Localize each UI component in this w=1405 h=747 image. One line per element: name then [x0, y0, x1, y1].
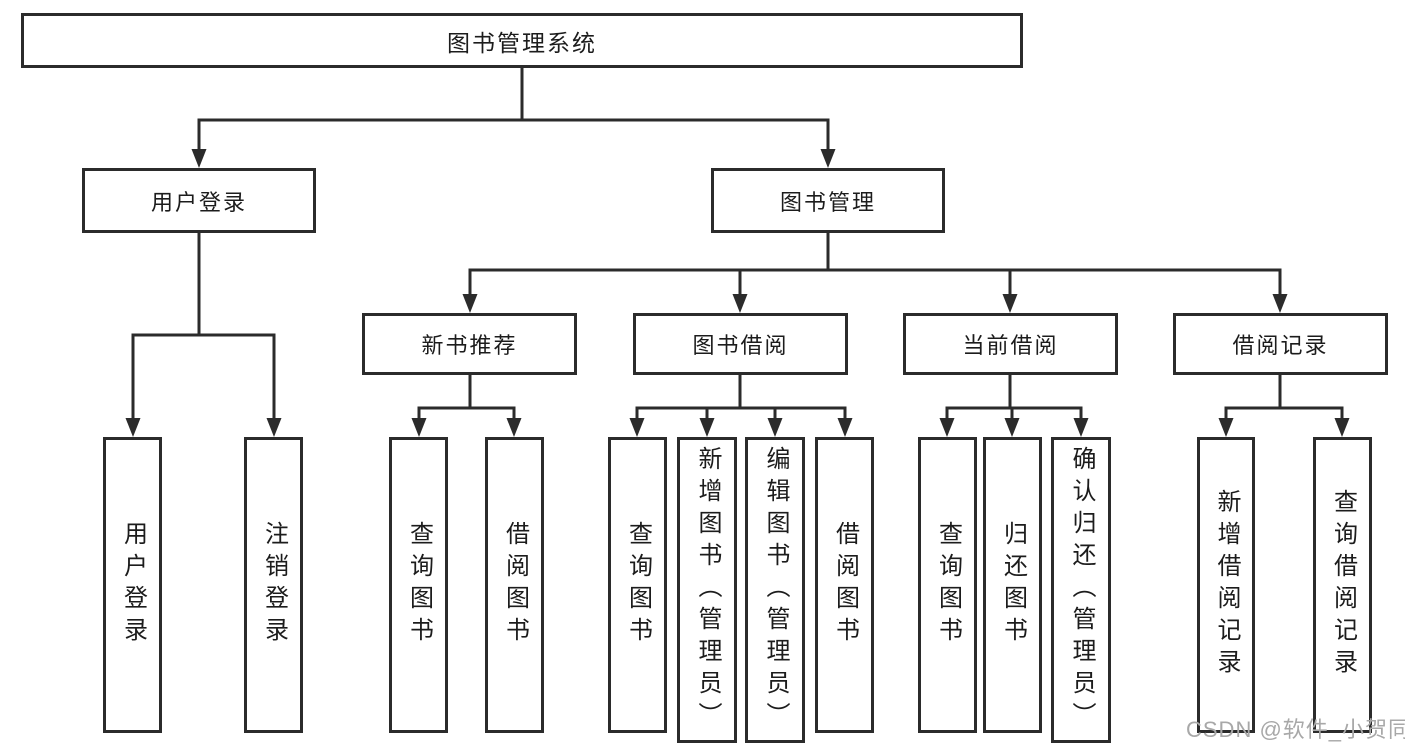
- node-leaf-borrow-book-2: 借阅图书: [815, 437, 874, 733]
- node-label-user-login: 用户登录: [150, 189, 247, 215]
- node-borrow-records: 借阅记录: [1173, 313, 1388, 375]
- arrowhead-icon: [462, 294, 478, 313]
- arrowhead-icon: [411, 418, 427, 437]
- arrowhead-icon: [1004, 418, 1020, 437]
- arrowhead-icon: [1002, 294, 1018, 313]
- node-label-leaf-user-login: 用户登录: [119, 521, 147, 649]
- node-label-leaf-borrow-book-1: 借阅图书: [501, 521, 529, 649]
- node-label-root: 图书管理系统: [447, 29, 597, 56]
- node-leaf-query-book-2: 查询图书: [608, 437, 667, 733]
- node-label-leaf-query-borrow-record: 查询借阅记录: [1329, 489, 1357, 681]
- arrowhead-icon: [1272, 294, 1288, 313]
- node-leaf-confirm-return-admin: 确认归还（管理员）: [1051, 437, 1111, 743]
- arrowhead-icon: [629, 418, 645, 437]
- node-user-login: 用户登录: [82, 168, 316, 233]
- arrowhead-icon: [1218, 418, 1234, 437]
- node-current-borrow: 当前借阅: [903, 313, 1118, 375]
- node-leaf-query-borrow-record: 查询借阅记录: [1313, 437, 1372, 733]
- node-leaf-add-book-admin: 新增图书（管理员）: [677, 437, 737, 743]
- node-label-leaf-query-book-2: 查询图书: [624, 521, 652, 649]
- watermark: CSDN @软件_小贺同学: [1186, 717, 1405, 742]
- arrowhead-icon: [939, 418, 955, 437]
- node-leaf-query-book-3: 查询图书: [918, 437, 977, 733]
- arrowhead-icon: [1073, 418, 1089, 437]
- node-root: 图书管理系统: [21, 13, 1023, 68]
- node-label-book-mgmt: 图书管理: [779, 189, 876, 215]
- node-label-leaf-borrow-book-2: 借阅图书: [831, 521, 859, 649]
- arrowhead-icon: [820, 149, 836, 168]
- node-label-leaf-confirm-return-admin: 确认归还（管理员）: [1068, 446, 1095, 734]
- node-leaf-add-borrow-record: 新增借阅记录: [1197, 437, 1255, 733]
- node-book-borrow: 图书借阅: [633, 313, 848, 375]
- node-label-book-borrow: 图书借阅: [692, 333, 789, 358]
- node-label-leaf-query-book-3: 查询图书: [934, 521, 962, 649]
- node-leaf-return-book: 归还图书: [983, 437, 1042, 733]
- arrowhead-icon: [732, 294, 748, 313]
- node-new-book-rec: 新书推荐: [362, 313, 577, 375]
- arrowhead-icon: [191, 149, 207, 168]
- node-label-current-borrow: 当前借阅: [962, 333, 1059, 358]
- arrowhead-icon: [767, 418, 783, 437]
- arrowhead-icon: [506, 418, 522, 437]
- node-label-leaf-return-book: 归还图书: [999, 521, 1027, 649]
- node-leaf-user-login: 用户登录: [103, 437, 162, 733]
- arrowhead-icon: [125, 418, 141, 437]
- node-label-borrow-records: 借阅记录: [1232, 333, 1329, 358]
- node-label-leaf-query-book-1: 查询图书: [405, 521, 433, 649]
- node-leaf-borrow-book-1: 借阅图书: [485, 437, 544, 733]
- node-label-leaf-add-book-admin: 新增图书（管理员）: [694, 446, 721, 734]
- arrowhead-icon: [837, 418, 853, 437]
- node-label-new-book-rec: 新书推荐: [421, 333, 518, 358]
- node-book-mgmt: 图书管理: [711, 168, 945, 233]
- node-leaf-edit-book-admin: 编辑图书（管理员）: [745, 437, 805, 743]
- node-label-leaf-logout: 注销登录: [260, 521, 288, 649]
- node-label-leaf-edit-book-admin: 编辑图书（管理员）: [762, 446, 789, 734]
- arrowhead-icon: [1334, 418, 1350, 437]
- arrowhead-icon: [266, 418, 282, 437]
- node-label-leaf-add-borrow-record: 新增借阅记录: [1213, 489, 1240, 681]
- node-leaf-logout: 注销登录: [244, 437, 303, 733]
- node-leaf-query-book-1: 查询图书: [389, 437, 448, 733]
- arrowhead-icon: [699, 418, 715, 437]
